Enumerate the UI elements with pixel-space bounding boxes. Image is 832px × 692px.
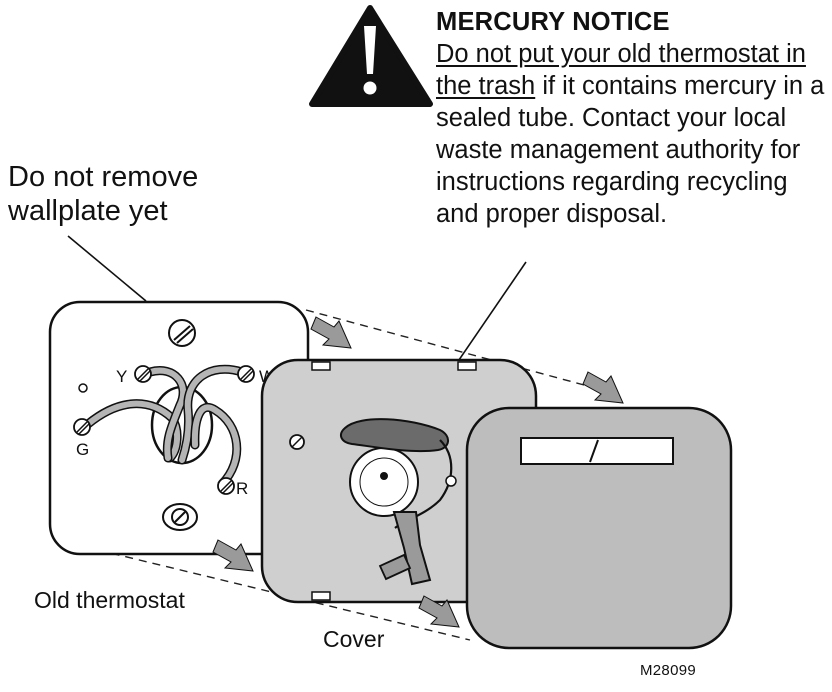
cover-label: Cover: [323, 626, 385, 652]
direction-arrow-icon: [212, 316, 624, 628]
wallplate-note-text: Do not remove wallplate yet: [8, 161, 199, 227]
wallplate-note: Do not remove wallplate yet: [8, 160, 238, 228]
notice-underlined-text: Do not put your old thermostat in the tr…: [436, 40, 806, 100]
terminal-y-screw: [134, 365, 152, 383]
thermostat-front: [465, 406, 733, 650]
warning-triangle-icon: [309, 5, 433, 107]
mercury-notice: MERCURY NOTICE Do not put your old therm…: [436, 6, 832, 230]
projection-lines: [97, 309, 611, 641]
terminal-r-screw: [217, 477, 235, 495]
wallplate-leader-line: [67, 235, 147, 302]
terminal-r-label: R: [236, 479, 248, 498]
notice-title: MERCURY NOTICE: [436, 8, 670, 36]
wires: [83, 364, 247, 489]
old-thermostat-label: Old thermostat: [34, 587, 185, 613]
terminal-y-label: Y: [116, 367, 127, 386]
figure-number: M28099: [640, 662, 697, 679]
terminal-w-screw: [237, 365, 255, 383]
wallplate: Y W G R: [48, 300, 310, 556]
notice-body-text: if it contains mercury in a sealed tube.…: [436, 72, 825, 228]
top-screw: [168, 319, 196, 347]
terminal-g-label: G: [76, 440, 89, 459]
terminal-g-screw: [73, 418, 91, 436]
bottom-screw: [162, 503, 198, 531]
